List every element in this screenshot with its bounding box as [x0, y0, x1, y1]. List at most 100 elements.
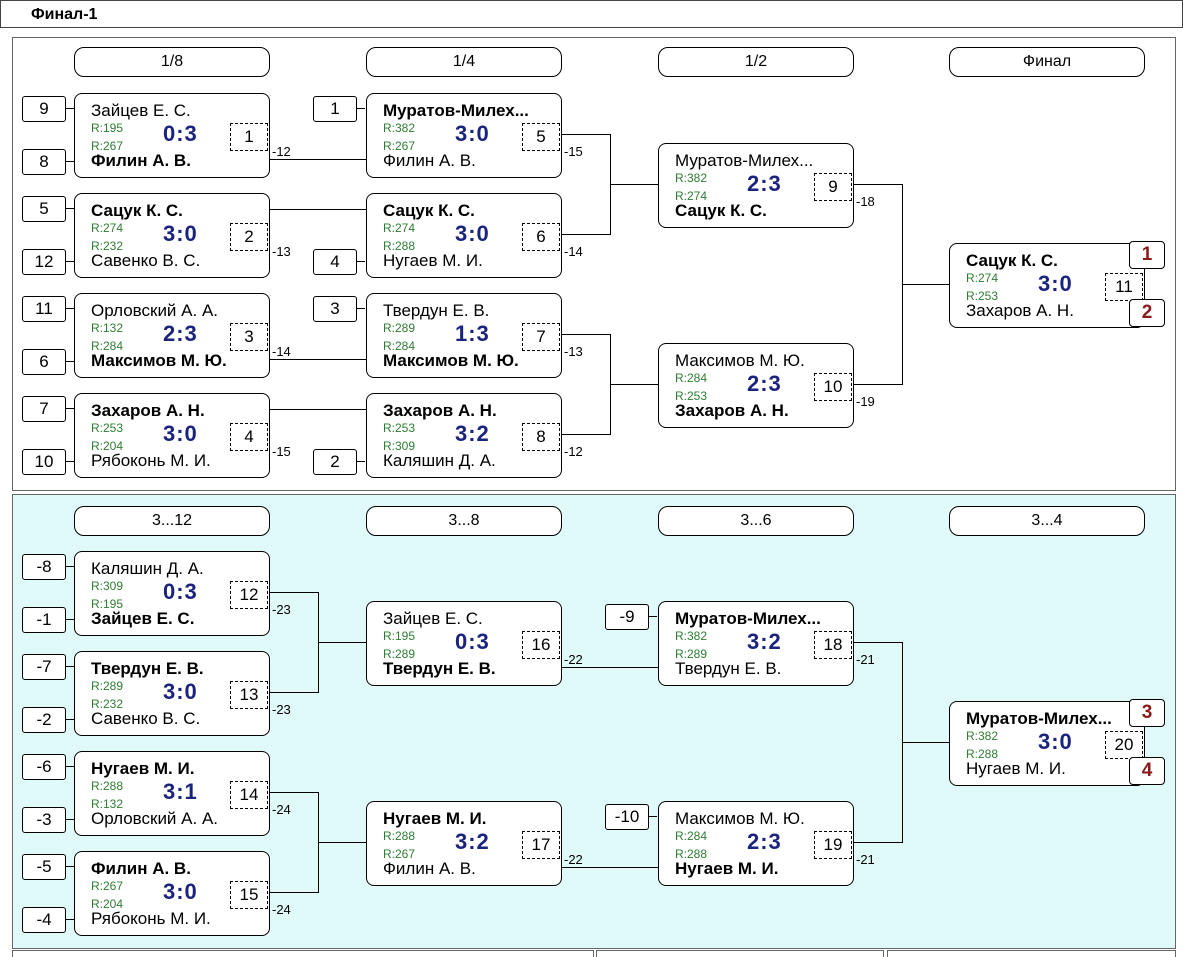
- match-score: 0:3: [163, 121, 198, 146]
- bracket-connector: [318, 642, 366, 643]
- bracket-connector: [66, 866, 74, 867]
- loser-destination: -24: [272, 802, 291, 817]
- seed-number: -4: [22, 907, 66, 933]
- player-bottom-rating: R:267: [383, 139, 416, 153]
- seed-number: 10: [22, 449, 66, 475]
- match-score: 3:0: [163, 221, 198, 246]
- player-top-name: Каляшин Д. А.: [91, 559, 204, 578]
- match-number: 7: [522, 323, 560, 351]
- bracket-connector: [66, 408, 74, 409]
- loser-destination: -15: [564, 144, 583, 159]
- player-bottom-rating: R:253: [966, 289, 999, 303]
- player-top-rating: R:284: [675, 829, 708, 843]
- player-bottom-name: Нугаев М. И.: [383, 251, 483, 270]
- bracket-connector: [66, 361, 74, 362]
- place-badge: 4: [1129, 757, 1165, 785]
- player-bottom-name: Зайцев Е. С.: [91, 609, 195, 628]
- match-score: 2:3: [163, 321, 198, 346]
- loser-destination: -13: [564, 344, 583, 359]
- player-bottom-rating: R:195: [91, 597, 124, 611]
- match-number: 5: [522, 123, 560, 151]
- match-number: 16: [522, 631, 560, 659]
- match-number: 1: [230, 123, 268, 151]
- player-top-name: Максимов М. Ю.: [675, 809, 805, 828]
- match-score: 3:0: [1038, 729, 1073, 754]
- round-header: 3...4: [949, 506, 1145, 536]
- player-top-name: Филин А. В.: [91, 859, 191, 878]
- player-top-rating: R:288: [91, 779, 124, 793]
- bracket-connector: [270, 359, 366, 360]
- bottom-panel-middle: [596, 950, 884, 957]
- match-score: 2:3: [747, 171, 782, 196]
- match-number: 3: [230, 323, 268, 351]
- player-top-name: Максимов М. Ю.: [675, 351, 805, 370]
- loser-destination: -19: [856, 394, 875, 409]
- bracket-connector: [66, 461, 74, 462]
- match-number: 6: [522, 223, 560, 251]
- seed-number: -1: [22, 607, 66, 633]
- player-bottom-name: Рябоконь М. И.: [91, 909, 211, 928]
- bracket-connector: [270, 159, 366, 160]
- bracket-connector: [66, 566, 74, 567]
- bracket-connector: [562, 234, 610, 235]
- match-score: 3:0: [163, 421, 198, 446]
- player-bottom-rating: R:289: [675, 647, 708, 661]
- seed-number: 1: [313, 96, 357, 122]
- seed-number: -5: [22, 854, 66, 880]
- player-top-name: Муратов-Милех...: [675, 609, 821, 628]
- player-bottom-name: Максимов М. Ю.: [383, 351, 519, 370]
- loser-destination: -21: [856, 852, 875, 867]
- player-bottom-rating: R:288: [675, 847, 708, 861]
- bracket-connector: [1144, 268, 1145, 300]
- seed-number: -3: [22, 807, 66, 833]
- player-top-name: Орловский А. А.: [91, 301, 219, 320]
- round-header: 3...6: [658, 506, 854, 536]
- match-number: 15: [230, 881, 268, 909]
- round-header: Финал: [949, 47, 1145, 77]
- match-number: 19: [814, 831, 852, 859]
- match-score: 3:0: [455, 221, 490, 246]
- player-top-name: Муратов-Милех...: [383, 101, 529, 120]
- player-top-name: Сацук К. С.: [383, 201, 475, 220]
- player-bottom-rating: R:274: [675, 189, 708, 203]
- bracket-connector: [270, 409, 366, 410]
- player-top-rating: R:132: [91, 321, 124, 335]
- seed-number: -9: [605, 604, 649, 630]
- player-bottom-rating: R:289: [383, 647, 416, 661]
- player-top-name: Зайцев Е. С.: [383, 609, 483, 628]
- match-number: 8: [522, 423, 560, 451]
- round-header: 3...12: [74, 506, 270, 536]
- player-top-rating: R:289: [383, 321, 416, 335]
- title-bar: Финал-1: [0, 0, 1183, 28]
- match-number: 20: [1105, 731, 1143, 759]
- bracket-connector: [649, 816, 657, 817]
- player-top-rating: R:289: [91, 679, 124, 693]
- loser-destination: -18: [856, 194, 875, 209]
- seed-number: -10: [605, 804, 649, 830]
- player-bottom-name: Нугаев М. И.: [966, 759, 1066, 778]
- bracket-connector: [357, 261, 365, 262]
- player-top-rating: R:274: [91, 221, 124, 235]
- bracket-connector: [562, 434, 610, 435]
- seed-number: 4: [313, 249, 357, 275]
